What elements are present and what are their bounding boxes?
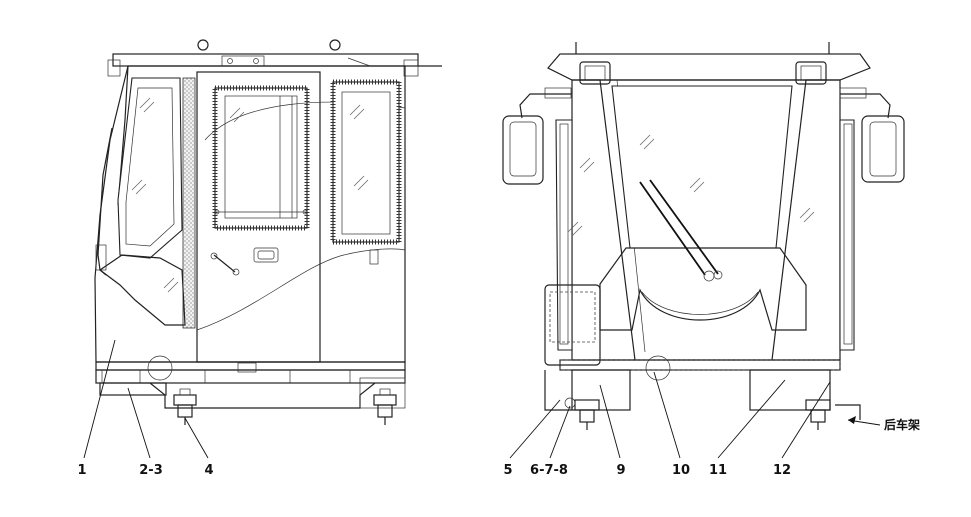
rear-base-frame <box>559 359 841 371</box>
rear-wiper-arm <box>639 181 706 276</box>
lifting-eye-left <box>197 39 209 51</box>
rear-lamp-right <box>795 61 827 85</box>
callout-11: 11 <box>709 463 727 478</box>
side-roof <box>112 53 419 67</box>
rear-detail-circle <box>645 355 671 381</box>
side-cab-body <box>94 65 406 363</box>
callout-1: 1 <box>77 463 86 478</box>
side-view <box>83 39 442 459</box>
callout-5: 5 <box>503 463 512 478</box>
callout-2-3: 2-3 <box>139 463 163 478</box>
left-mirror <box>502 115 544 185</box>
rear-side-tank <box>544 284 601 366</box>
right-mirror <box>861 115 905 183</box>
callout-4: 4 <box>204 463 213 478</box>
rear-view <box>502 42 905 459</box>
callout-12: 12 <box>773 463 791 478</box>
side-door-glass <box>214 87 308 229</box>
rear-roof <box>547 53 871 81</box>
rear-lamp-left <box>579 61 611 85</box>
side-rear-glass <box>332 81 400 243</box>
callout-labels: 1 2-3 4 5 6-7-8 9 10 11 12 后车架 <box>77 417 920 478</box>
damper-mount-front <box>173 388 197 425</box>
rear-damper-right <box>805 399 831 430</box>
rear-frame-label: 后车架 <box>884 417 920 432</box>
rear-glass <box>611 85 793 249</box>
callout-10: 10 <box>672 463 690 478</box>
lifting-eye-right <box>329 39 341 51</box>
callout-9: 9 <box>616 463 625 478</box>
rear-damper-left <box>564 397 600 430</box>
rear-right-mount-bracket <box>749 369 831 411</box>
side-reflections <box>131 97 369 293</box>
callout-6-7-8: 6-7-8 <box>530 463 568 478</box>
side-detail-circle <box>147 355 173 381</box>
side-base-frame <box>95 369 406 384</box>
damper-mount-rear <box>373 388 397 425</box>
rear-reflections <box>567 134 815 237</box>
